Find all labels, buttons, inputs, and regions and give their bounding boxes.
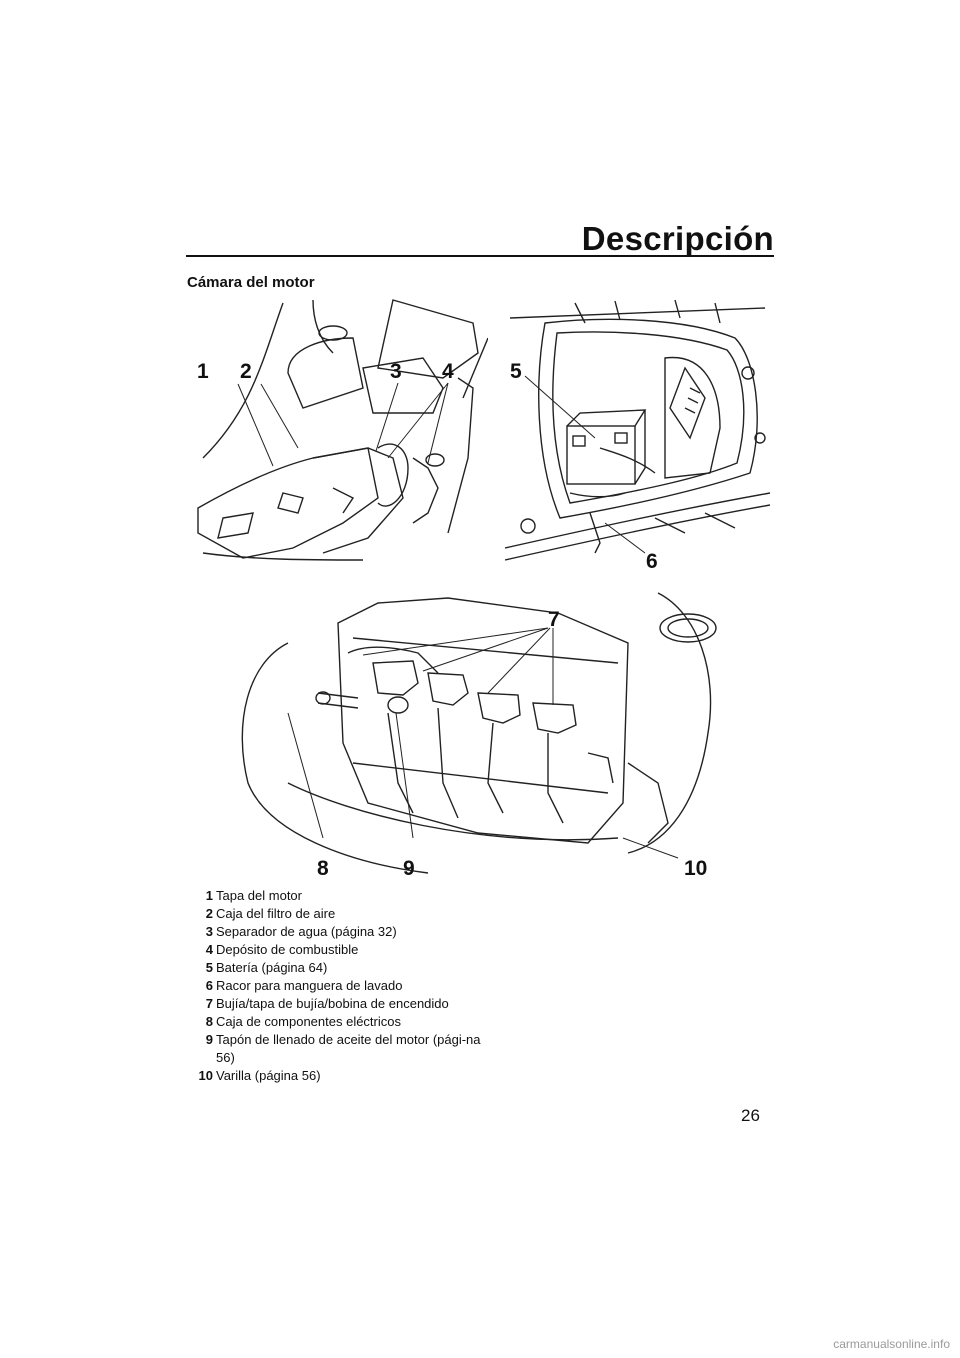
engine-top-illustration: 7 8 9 10: [241, 592, 717, 880]
legend-text: Varilla (página 56): [216, 1068, 321, 1083]
callout-2: 2: [240, 360, 252, 383]
callout-5: 5: [510, 360, 522, 383]
legend-text: Caja de componentes eléctricos: [216, 1014, 401, 1029]
legend-number: 9: [205, 1032, 213, 1047]
legend-text: Tapón de llenado de aceite del motor (pá…: [216, 1032, 481, 1065]
section-title: Cámara del motor: [187, 274, 315, 291]
callout-6: 6: [646, 550, 658, 573]
page-number: 26: [741, 1106, 760, 1125]
callout-10: 10: [684, 857, 707, 880]
legend-number: 1: [205, 888, 213, 903]
legend-text: Caja del filtro de aire: [216, 906, 336, 921]
legend-number: 7: [205, 996, 213, 1011]
legend-text: Batería (página 64): [216, 960, 328, 975]
legend-number: 4: [205, 942, 213, 957]
legend-number: 3: [205, 924, 213, 939]
legend-number: 2: [205, 906, 213, 921]
legend-number: 8: [205, 1014, 213, 1029]
legend-text: Separador de agua (página 32): [216, 924, 397, 939]
callout-3: 3: [390, 360, 402, 383]
callout-1: 1: [197, 360, 209, 383]
battery-area-illustration: 5 6: [505, 299, 770, 573]
legend-text: Bujía/tapa de bujía/bobina de encendido: [216, 996, 449, 1011]
callout-9: 9: [403, 857, 415, 880]
callout-4: 4: [442, 360, 454, 383]
legend-text: Depósito de combustible: [216, 942, 359, 957]
legend-text: Racor para manguera de lavado: [216, 978, 403, 993]
page-header-title: Descripción: [581, 220, 774, 257]
legend-number: 10: [198, 1068, 213, 1083]
legend-number: 6: [205, 978, 213, 993]
header-divider: [186, 255, 774, 257]
engine-compartment-illustration: 1 2 3 4: [197, 299, 488, 561]
callout-7: 7: [548, 608, 560, 631]
watermark: carmanualsonline.info: [833, 1337, 950, 1351]
legend-number: 5: [205, 960, 213, 975]
callout-8: 8: [317, 857, 329, 880]
legend-text: Tapa del motor: [216, 888, 302, 903]
